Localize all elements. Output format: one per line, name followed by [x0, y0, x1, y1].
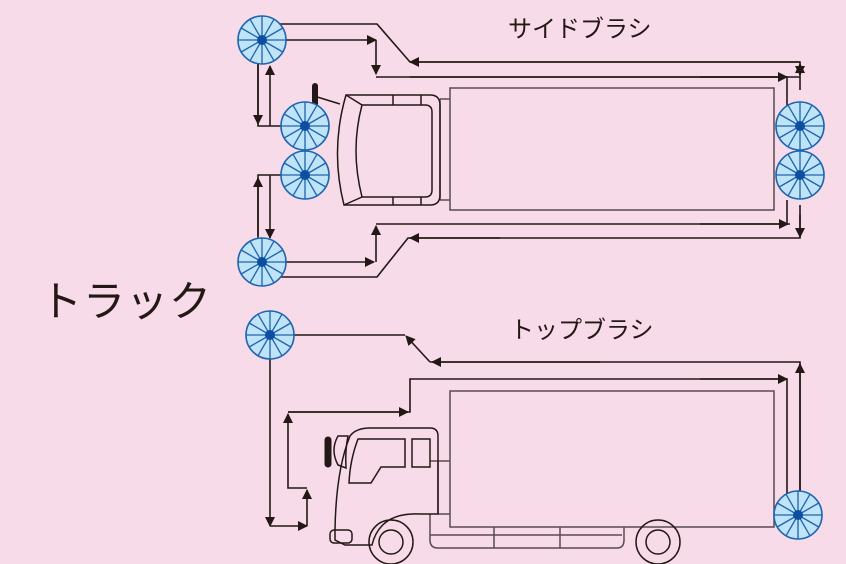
side-brush-icon [280, 101, 330, 151]
path-line [405, 335, 431, 363]
top-brush-icon [245, 310, 295, 360]
path-line [430, 361, 801, 495]
side-brush-icon [237, 15, 287, 65]
wheel-rear [635, 519, 681, 564]
top-brush-section [265, 334, 805, 564]
brushes [237, 15, 825, 540]
path-line [283, 413, 307, 489]
side-brush-icon [775, 150, 825, 200]
side-brush-section [253, 23, 805, 278]
truck-side-view [324, 390, 775, 564]
side-brush-icon [280, 150, 330, 200]
top-brush-icon [773, 490, 823, 540]
path-line [262, 205, 801, 278]
side-brush-label: サイドブラシ [508, 15, 652, 43]
wheel-front [368, 519, 414, 564]
side-brush-icon [775, 101, 825, 151]
path-line [410, 76, 788, 120]
top-brush-label: トップブラシ [510, 316, 654, 344]
page-title: トラック [40, 277, 213, 326]
truck-top-view [312, 83, 775, 211]
side-brush-icon [237, 237, 287, 287]
